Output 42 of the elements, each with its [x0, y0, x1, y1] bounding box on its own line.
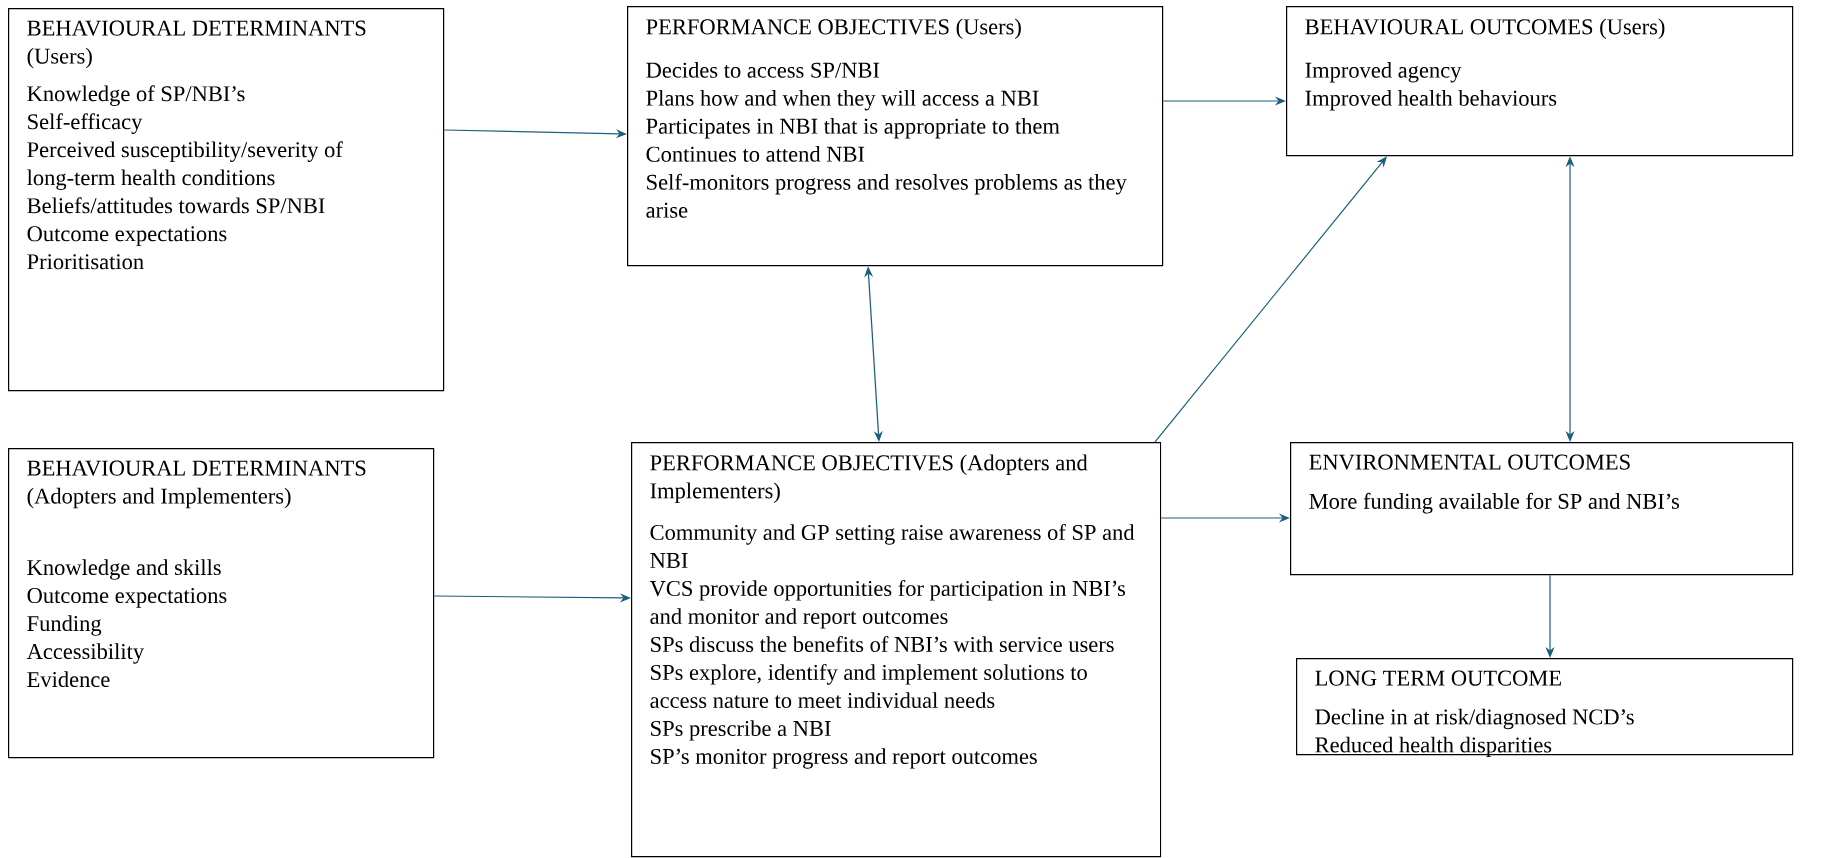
text-box [1296, 658, 1794, 758]
box-heading: BEHAVIOURAL DETERMINANTS (Adopters and Implementers) [27, 460, 366, 509]
box-heading: ENVIRONMENTAL OUTCOMES [1309, 454, 1630, 470]
text-box [1286, 6, 1794, 157]
list-item: VCS provide opportunities for participation in NBI’s and monitor and report outcomes [649, 580, 1126, 629]
box-heading: BEHAVIOURAL DETERMINANTS (Users) [27, 20, 366, 69]
list-item: Self-monitors progress and resolves problems as they arise [646, 173, 1127, 218]
list-item: Plans how and when they will access a NBI [646, 90, 1039, 111]
list-item: Accessibility [26, 643, 144, 664]
list-item: Participates in NBI that is appropriate to them [646, 118, 1060, 139]
list-item: Improved health behaviours [1305, 90, 1557, 111]
list-item: Knowledge of SP/NBI’s [27, 85, 245, 106]
list-item: SPs discuss the benefits of NBI’s with service users [651, 636, 1114, 653]
list-item: Beliefs/attitudes towards SP/NBI [27, 197, 325, 214]
list-item: Decides to access SP/NBI [646, 62, 880, 78]
list-item: Funding [27, 615, 102, 636]
text-box [627, 6, 1164, 267]
box-heading: LONG TERM OUTCOME [1315, 670, 1561, 686]
list-item: Self-efficacy [28, 113, 143, 134]
list-item: More funding available for SP and NBI’s [1309, 492, 1679, 514]
box-heading: PERFORMANCE OBJECTIVES (Adopters and Implementers) [650, 454, 1088, 503]
list-item: SPs explore, identify and implement solutions to access nature to meet individual needs [650, 664, 1087, 709]
text-box [1290, 442, 1794, 576]
text-box [631, 442, 1162, 858]
list-item: Reduced health disparities [1315, 736, 1552, 758]
arrow [1154, 156, 1387, 443]
list-item: Outcome expectations [27, 588, 227, 608]
text-box [8, 448, 435, 759]
box-heading: BEHAVIOURAL OUTCOMES (Users) [1305, 18, 1665, 39]
box-heading: PERFORMANCE OBJECTIVES (Users) [646, 18, 1021, 39]
text-box [8, 8, 445, 392]
list-item: Improved agency [1305, 62, 1462, 83]
list-item: Knowledge and skills [27, 559, 221, 580]
list-item: Perceived susceptibility/severity of long-term health conditions [27, 141, 343, 190]
list-item: Prioritisation [27, 254, 144, 270]
list-item: Community and GP setting raise awareness of SP and NBI [650, 524, 1135, 568]
list-item: Outcome expectations [27, 226, 227, 246]
list-item: Evidence [27, 671, 110, 688]
list-item: Decline in at risk/diagnosed NCD’s [1315, 708, 1634, 730]
list-item: Continues to attend NBI [646, 146, 865, 162]
list-item: SPs prescribe a NBI [651, 720, 831, 741]
list-item: SP’s monitor progress and report outcomes [651, 748, 1037, 769]
